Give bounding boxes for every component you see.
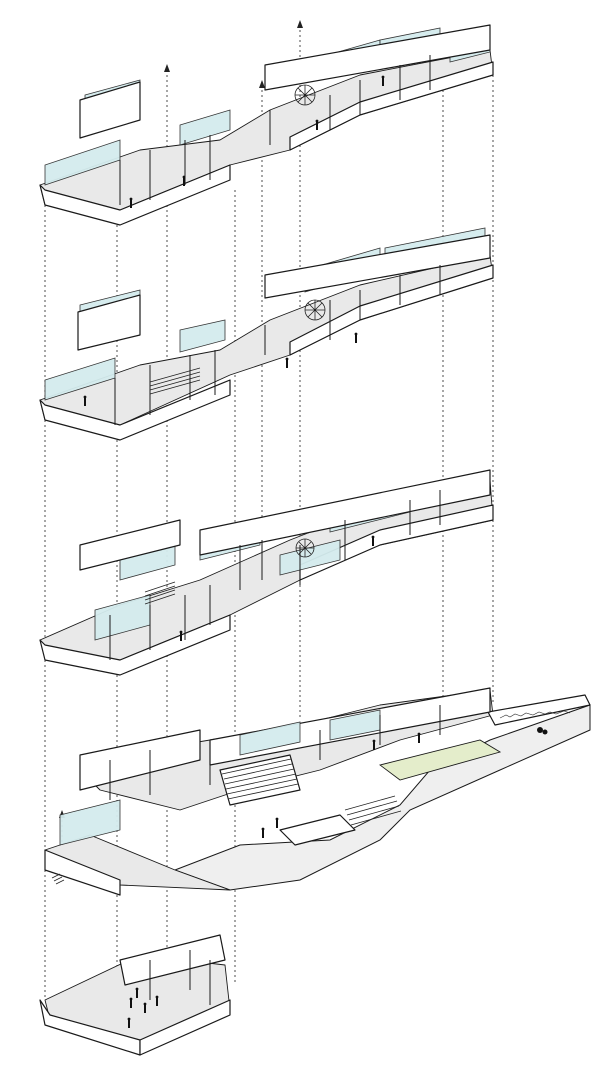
staircase-icon bbox=[219, 754, 301, 806]
person-figure-icon bbox=[354, 332, 358, 343]
person-figure-icon bbox=[285, 357, 289, 368]
person-figure-icon bbox=[371, 535, 375, 546]
spiral-stair-icon bbox=[294, 84, 316, 106]
person-figure-icon bbox=[381, 75, 385, 86]
back-wall bbox=[77, 294, 141, 351]
up-arrow-icon bbox=[259, 80, 265, 88]
glazing-panel bbox=[59, 799, 121, 846]
glazing-panel bbox=[279, 539, 341, 576]
back-wall bbox=[119, 934, 226, 986]
retaining-wall bbox=[487, 694, 591, 726]
lawn-area bbox=[378, 739, 502, 781]
sunken-court bbox=[279, 814, 356, 846]
up-arrow-icon bbox=[297, 20, 303, 28]
parapet-wall bbox=[39, 614, 231, 676]
rubble-icon bbox=[499, 710, 571, 735]
person-figure-icon bbox=[315, 119, 319, 130]
parapet-wall bbox=[39, 164, 231, 226]
person-figure-icon bbox=[179, 630, 183, 641]
person-figure-icon bbox=[261, 827, 265, 838]
back-wall bbox=[199, 469, 491, 556]
parapet-wall bbox=[39, 379, 231, 441]
glazing-panel bbox=[179, 109, 231, 146]
level-3-floor bbox=[39, 227, 494, 441]
person-figure-icon bbox=[127, 987, 159, 1028]
person-figure-icon bbox=[417, 732, 421, 743]
staircase-icon bbox=[344, 795, 402, 826]
person-figure-icon bbox=[129, 197, 133, 208]
glazing-panel bbox=[179, 319, 226, 353]
level-0-floor bbox=[39, 934, 231, 1056]
back-wall bbox=[264, 234, 491, 299]
staircase-icon bbox=[51, 873, 65, 885]
spiral-stair-icon bbox=[304, 299, 326, 321]
level-2-floor bbox=[39, 469, 494, 676]
back-wall bbox=[79, 81, 141, 139]
person-figure-icon bbox=[83, 395, 87, 406]
back-wall bbox=[79, 519, 181, 571]
spiral-stair-icon bbox=[295, 538, 315, 558]
person-figure-icon bbox=[372, 739, 376, 750]
level-1-floor bbox=[44, 687, 591, 896]
person-figure-icon bbox=[275, 817, 279, 828]
parapet-wall bbox=[139, 999, 231, 1056]
glazing-panel bbox=[239, 721, 301, 756]
level-4-floor bbox=[39, 24, 494, 226]
back-wall bbox=[264, 24, 491, 91]
parapet-wall bbox=[44, 849, 121, 896]
staircase-icon bbox=[144, 581, 176, 605]
staircase-icon bbox=[149, 367, 201, 395]
glazing-panel bbox=[44, 139, 121, 186]
glazing-panel bbox=[44, 357, 116, 401]
up-arrow-icon bbox=[164, 64, 170, 72]
person-figure-icon bbox=[182, 175, 186, 186]
